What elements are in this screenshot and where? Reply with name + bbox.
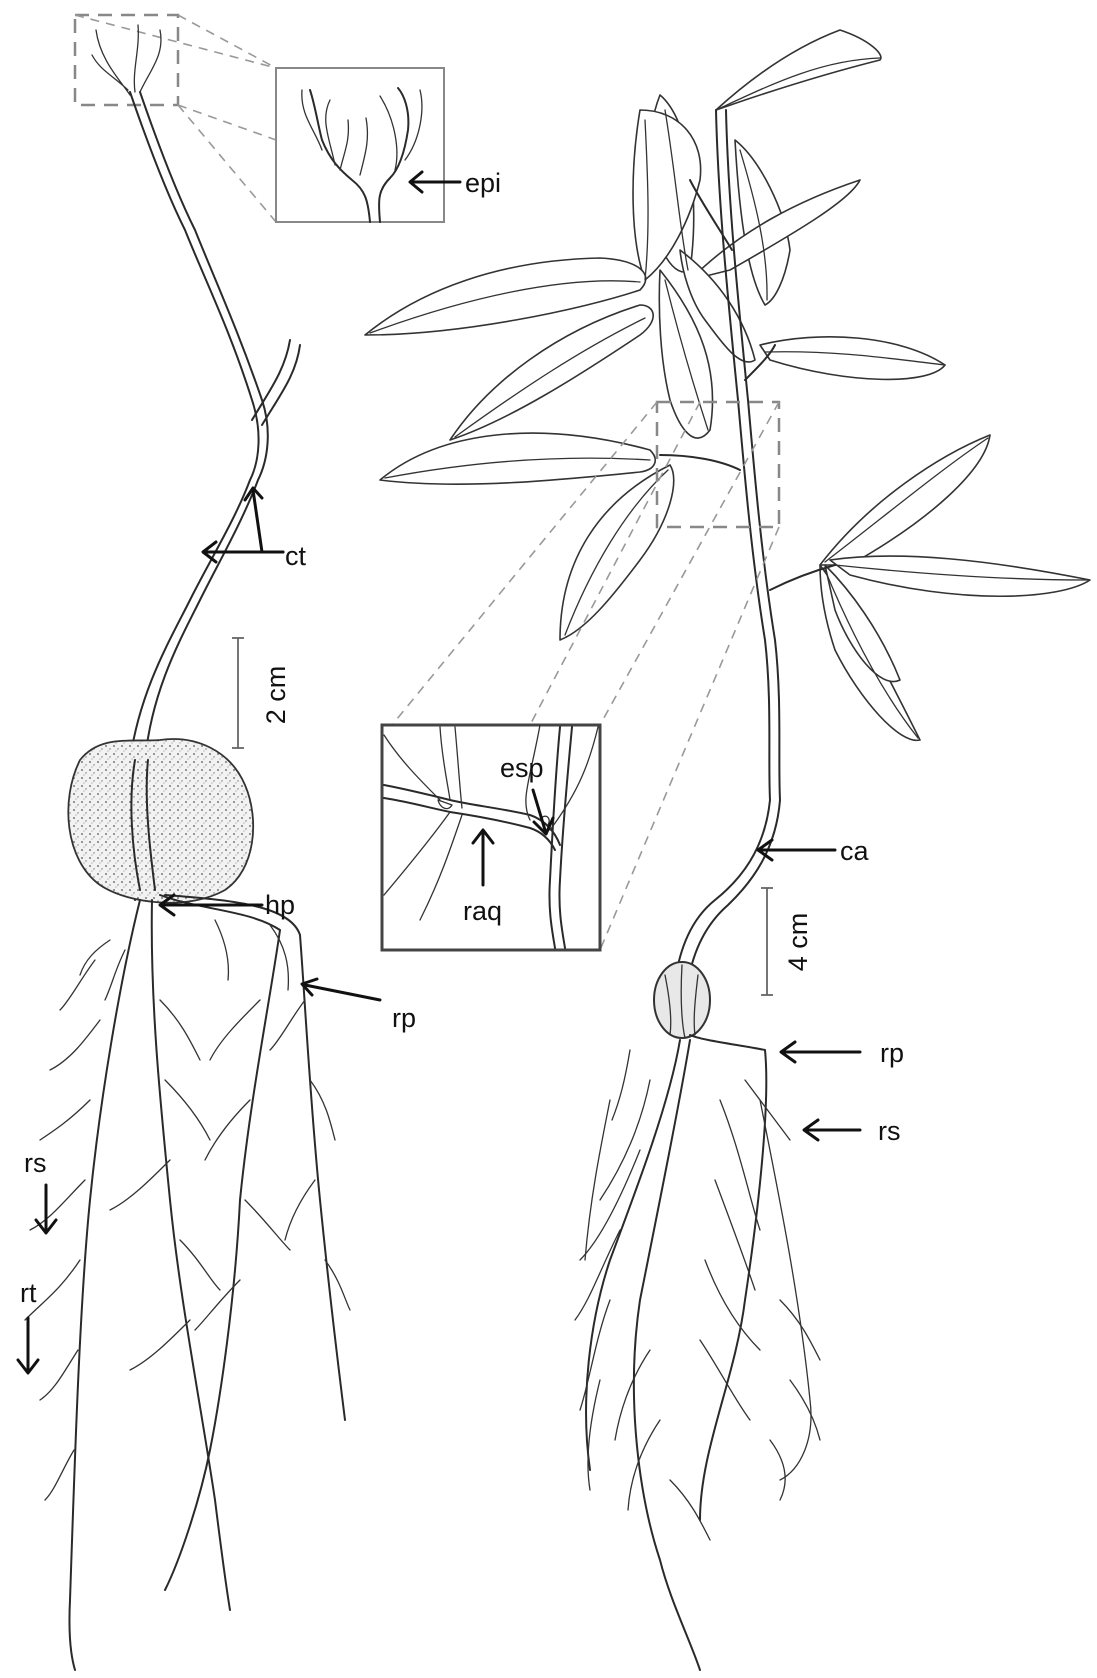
- label-rt: rt: [20, 1278, 37, 1308]
- label-ca: ca: [840, 836, 870, 866]
- right-scale-bar: 4 cm: [761, 888, 813, 995]
- right-rp-annotation: rp: [781, 1038, 904, 1068]
- label-epi: epi: [465, 168, 501, 198]
- right-dashed-box: [657, 402, 779, 527]
- left-root-system: [25, 895, 350, 1670]
- rt-annotation: rt: [18, 1278, 38, 1373]
- left-rp-annotation: rp: [302, 979, 416, 1033]
- label-right-rs: rs: [878, 1116, 901, 1146]
- left-scale-bar-label: 2 cm: [261, 666, 291, 725]
- label-left-rs: rs: [24, 1148, 47, 1178]
- label-esp: esp: [500, 753, 544, 783]
- ct-annotation: ct: [203, 488, 307, 571]
- ca-annotation: ca: [758, 836, 870, 866]
- label-raq: raq: [463, 896, 502, 926]
- left-rs-annotation: rs: [24, 1148, 56, 1233]
- epicotyl-inset-box: [276, 68, 444, 222]
- left-seed: [68, 739, 253, 903]
- label-left-rp: rp: [392, 1003, 416, 1033]
- left-scale-bar: 2 cm: [232, 638, 291, 748]
- right-rs-annotation: rs: [804, 1116, 901, 1146]
- right-seedling: esp raq ca: [365, 30, 1090, 1670]
- right-root-system: [575, 1035, 820, 1670]
- left-top-bud: [92, 25, 161, 95]
- label-right-rp: rp: [880, 1038, 904, 1068]
- label-ct: ct: [285, 541, 307, 571]
- label-hp: hp: [265, 890, 295, 920]
- right-scale-bar-label: 4 cm: [783, 913, 813, 972]
